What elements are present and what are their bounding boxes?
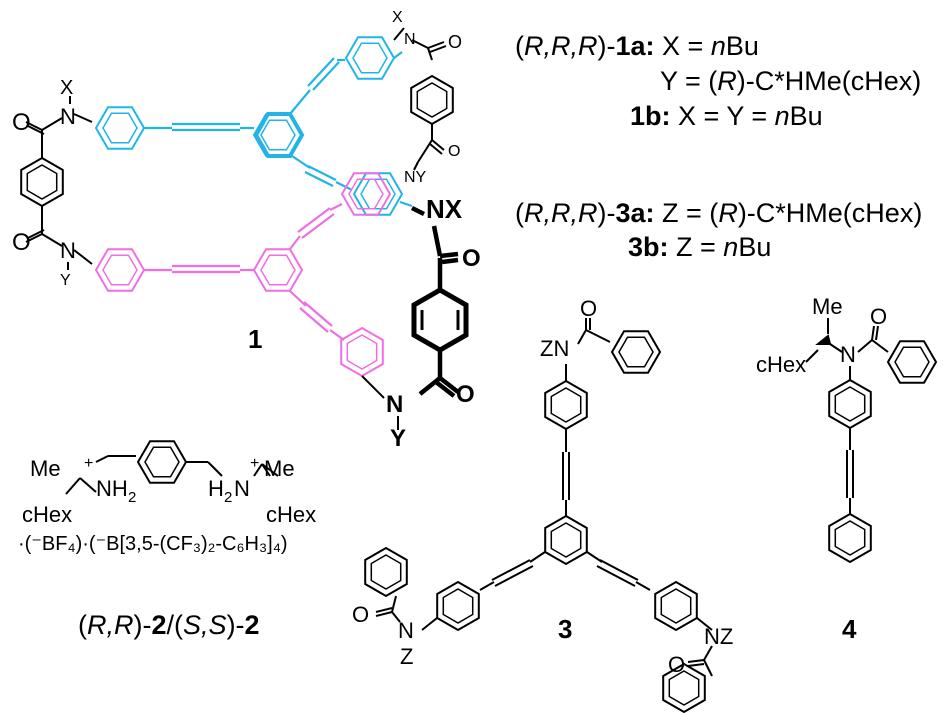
bold-right-terephthalamide [410,205,469,398]
right-top-oxygen: O [448,32,462,52]
right-mid-ny: NY [404,169,427,186]
bold-oxygen-top: O [462,245,481,272]
left-bottom-nitrogen: N [60,238,76,263]
legend-1a: (R,R,R)-1a: X = nBu [515,31,759,61]
legend-3a: (R,R,R)-3a: Z = (R)-C*HMe(cHex) [515,198,923,228]
compound-4-o: O [870,304,887,329]
magenta-tripod [94,172,392,378]
compound-4-structure [805,318,937,563]
compound-2-n-right: N [234,476,250,501]
compound-1-number: 1 [248,324,262,354]
compound-3-nz-right: NZ [704,624,733,649]
compound-3-number: 3 [558,614,572,644]
compound-4-n: N [840,342,856,367]
compound-4-chex: cHex [756,352,806,377]
compound-2-chex-right: cHex [266,502,316,527]
compound-2-sub2-right: 2 [224,489,232,506]
left-bottom-oxygen: O [12,229,31,256]
compound-2-label: (R,R)-2/(S,S)-2 [78,610,260,640]
legend-3b: 3b: Z = nBu [628,232,772,262]
compound-2-me-left: Me [30,456,61,481]
cyan-tripod [94,36,413,216]
bold-nx: NX [426,194,463,224]
compound-3-o-top: O [580,296,597,321]
compound-2-me-right: Me [264,456,295,481]
compound-2-structure [65,440,279,495]
left-top-oxygen: O [12,109,31,136]
compound-2-counterions: ·(⁻BF₄)·(⁻B[3,5-(CF₃)₂-C₆H₃]₄) [18,533,288,555]
right-top-nitrogen: N [404,31,416,48]
compound-3-structure [364,318,713,713]
compound-2-nh-left: NH [96,476,128,501]
compound-2-plus-left: + [84,455,93,472]
bold-nitrogen: N [386,391,403,418]
compound-3-n-left: N [398,618,414,643]
compound-2-chex-left: cHex [22,502,72,527]
compound-3-zn-top: ZN [540,336,569,361]
compound-2-sub2-left: 2 [128,489,136,506]
compound-4-me: Me [812,294,843,319]
compound-3-z-left: Z [400,644,413,669]
compound-2-plus-right: + [250,455,259,472]
cyan-core-ring [253,112,305,158]
left-top-x: X [60,77,73,99]
left-terephthalamide [20,96,93,270]
compound-2-h-right: H [208,476,224,501]
right-top-x: X [392,9,403,26]
compound-3-o-left: O [352,602,369,627]
right-terephthalamide-top [393,27,454,171]
compound-3-o-right: O [668,652,685,677]
bold-y: Y [390,425,406,452]
left-top-nitrogen: N [60,104,76,129]
bold-oxygen-bottom: O [456,381,475,408]
right-mid-oxygen: O [448,143,460,160]
legend-1a-y: Y = (R)-C*HMe(cHex) [660,66,922,96]
legend-1b: 1b: X = Y = nBu [630,101,823,131]
compound-4-number: 4 [842,614,857,644]
compound-1-structure: O N X O N Y [12,9,481,452]
left-bottom-y: Y [60,272,71,289]
